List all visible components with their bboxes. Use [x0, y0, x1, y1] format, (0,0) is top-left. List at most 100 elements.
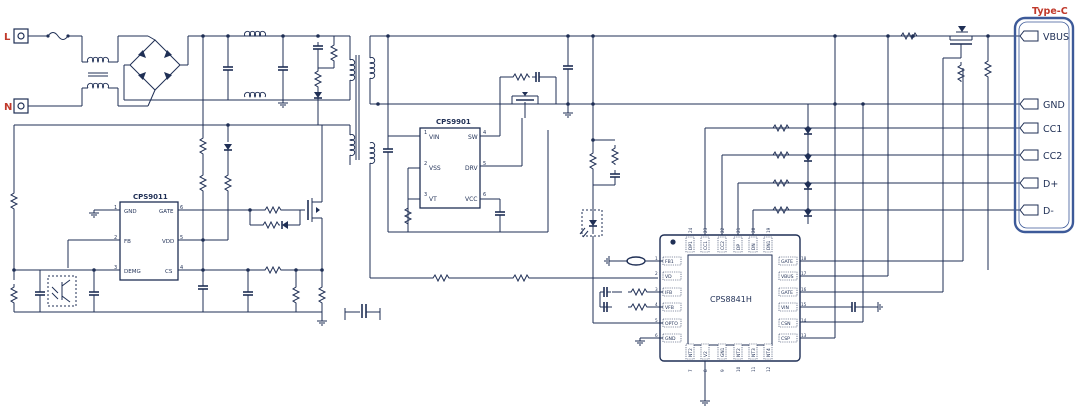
connector-pin-tab [1019, 122, 1039, 134]
cps9011-pin-number-4: 4 [180, 265, 183, 271]
cps8841h-right-pin-number: 15 [801, 302, 807, 307]
cps8841h-left-pin-number: 3 [655, 287, 658, 292]
cps8841h-pin-box [662, 333, 682, 343]
line-label: L [4, 32, 11, 43]
cps9901-pin-number-3: 3 [424, 192, 427, 198]
cps9901-pin-number-1: 1 [424, 130, 427, 136]
neutral-label: N [4, 102, 12, 113]
connector-pin-label: GND [1043, 100, 1065, 111]
connector-pin-tab [1019, 98, 1039, 110]
optocoupler-receiver [47, 275, 77, 307]
cps8841h-right-pin-number: 16 [801, 287, 807, 292]
cps8841h-top-pin: DP [736, 244, 742, 250]
cps9011-pin-number-3: 3 [114, 265, 117, 271]
connector-pin-tab [1019, 30, 1039, 42]
cps8841h-pin-box [733, 236, 743, 253]
cps8841h-top-pin: DN1 [766, 240, 772, 250]
cps8841h-pin-box [778, 302, 798, 312]
rcd-snubber [312, 35, 338, 125]
connector-pin-tab [1019, 204, 1039, 216]
cps8841h-pin-box [662, 271, 682, 281]
pi-filter [222, 30, 289, 108]
line-terminal: L [4, 28, 29, 44]
cps8841h-left-pin: VD [665, 274, 672, 280]
cps8841h-bottom-pin-number: 9 [720, 369, 725, 372]
cps8841h-pin-box [717, 236, 727, 253]
cps8841h-left-pin-number: 2 [655, 271, 658, 276]
cps8841h-top-pin: CC2 [720, 241, 726, 250]
neutral-terminal: N [4, 98, 29, 114]
connector-pin-label: CC1 [1043, 124, 1062, 135]
cps9011-pin-number-2: 2 [114, 235, 117, 241]
cps8841h-pin-box [717, 343, 727, 360]
cps8841h-top-pin: DP1 [688, 241, 694, 250]
cps8841h-right-pin: GATE [781, 259, 793, 265]
cps8841h-left-pin: GND [665, 336, 676, 342]
cps8841h-right-pin-number: 18 [801, 256, 807, 261]
fuse [28, 32, 82, 40]
connector-pin-label: CC2 [1043, 151, 1062, 162]
cps8841h-bottom-pin: NT2 [688, 348, 694, 357]
type-c-connector: Type-C [1013, 6, 1075, 234]
chip-cps9011: CPS9011 GND FB DEMG GATE VDD CS 1 2 3 6 … [114, 193, 183, 281]
cps8841h-left-pin-number: 1 [655, 256, 658, 261]
cps8841h-pin-box [778, 287, 798, 297]
cps8841h-right-pin: GATE [781, 290, 793, 296]
esd-diode-array [803, 104, 813, 224]
cps9011-pin-number-1: 1 [114, 205, 117, 211]
cps9011-pin-cs: CS [165, 269, 173, 275]
connector-pin-label: D- [1043, 206, 1054, 217]
chip-cps9011-name: CPS9011 [133, 193, 168, 201]
connector-pin-label: VBUS [1043, 32, 1069, 43]
cps8841h-right-pin-number: 13 [801, 333, 807, 338]
cps9901-pin-number-4: 4 [483, 130, 486, 136]
cps8841h-top-pin-number: 19 [766, 227, 771, 233]
cps9011-pin-number-6: 6 [180, 205, 183, 211]
cps8841h-pin-box [685, 343, 695, 360]
cps8841h-left-pin-number: 5 [655, 318, 658, 323]
connector-pin-tab [1019, 149, 1039, 161]
cps8841h-top-pin: CC1 [703, 241, 709, 250]
cps9901-pin-drv: DRV [465, 165, 478, 172]
vbus-mosfet [949, 26, 973, 58]
cps8841h-bottom-pin-number: 12 [766, 366, 771, 372]
cps9901-pin-vin: VIN [429, 134, 439, 141]
cps9011-pin-demg: DEMG [124, 269, 141, 275]
cps8841h-pin-box [778, 318, 798, 328]
cps8841h-pin-box [700, 343, 710, 360]
cps9901-pin-number-6: 6 [483, 192, 486, 198]
cps8841h-bottom-pin: V2 [703, 351, 709, 357]
cps8841h-left-pin: FB1 [665, 259, 674, 265]
chip-cps8841h: CPS8841H [659, 234, 801, 362]
sync-mosfet [511, 92, 539, 118]
cps8841h-bottom-pin: GN1 [720, 347, 726, 357]
primary-mosfet [307, 195, 323, 230]
cps8841h-pin-box [685, 236, 695, 253]
cps8841h-pin-box [662, 256, 682, 266]
cps9901-pin-sw: SW [468, 134, 478, 141]
cps8841h-left-pin-number: 6 [655, 333, 658, 338]
cps8841h-pin-box [733, 343, 743, 360]
connector-pin-tab [1019, 177, 1039, 189]
cps8841h-right-pin: CSP [781, 336, 790, 342]
cps8841h-left-pin: OPTO [665, 321, 678, 327]
cps8841h-top-pin-number: 24 [688, 227, 693, 233]
cps8841h-pin-box [748, 236, 758, 253]
cps9901-pin-vcc: VCC [465, 196, 477, 203]
cps8841h-pin-box [778, 333, 798, 343]
cps8841h-bottom-pin: NT2 [736, 348, 742, 357]
bridge-rectifier [123, 35, 189, 107]
cps9901-pin-number-2: 2 [424, 161, 427, 167]
cps8841h-pin-box [763, 343, 773, 360]
cps8841h-right-pin-number: 17 [801, 271, 807, 276]
cps8841h-pin-box [748, 343, 758, 360]
common-mode-choke [81, 36, 119, 106]
cps8841h-left-pin: VFB [665, 305, 674, 311]
cps8841h-pin-box [778, 271, 798, 281]
cps8841h-bottom-pin: NT3 [751, 348, 757, 357]
cps8841h-right-pin: VBUS [781, 274, 794, 280]
cps8841h-bottom-pin: NT4 [766, 348, 772, 357]
cps8841h-left-pin: IFB [665, 290, 672, 296]
